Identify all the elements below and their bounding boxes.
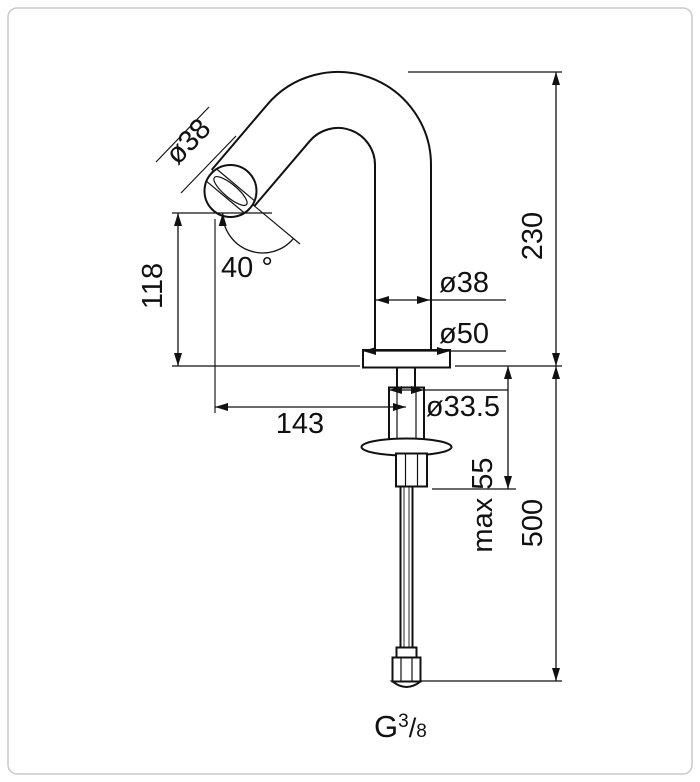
thread-numerator: 3 bbox=[398, 711, 409, 732]
threaded-shank bbox=[388, 386, 425, 447]
dim-outlet-height-label: 118 bbox=[137, 263, 169, 309]
thread-g: G bbox=[374, 709, 398, 744]
dim-max-deck-label: max 55 bbox=[467, 457, 499, 552]
aerator-face bbox=[203, 164, 258, 218]
base-flange bbox=[362, 349, 451, 369]
dim-spout-reach-label: 143 bbox=[276, 408, 324, 440]
dim-spout-diameter-label: ø38 bbox=[160, 113, 218, 171]
dim-base-diameter-label: ø50 bbox=[439, 318, 489, 350]
thread-slash: / bbox=[409, 713, 417, 743]
drawing-frame-border bbox=[7, 7, 693, 775]
dim-spout-height-label: 230 bbox=[517, 212, 549, 260]
fitting-end-cap bbox=[389, 680, 424, 688]
mounting-nut bbox=[395, 452, 428, 488]
aerator-slot-line bbox=[216, 169, 255, 201]
flexible-hose bbox=[399, 485, 414, 649]
dim-body-diameter-label: ø38 bbox=[439, 267, 489, 299]
dim-ext-spout-diameter bbox=[155, 106, 210, 163]
aerator-slot-line bbox=[206, 181, 245, 213]
spout-face-extension-line bbox=[253, 204, 301, 245]
thread-denominator: 8 bbox=[416, 721, 427, 742]
spout-tube-fill bbox=[212, 73, 430, 354]
dimension-annotations: 230 500 max 55 118 143 ø38 ø50 ø33.5 ø38… bbox=[137, 71, 562, 744]
dim-shank-diameter-label: ø33.5 bbox=[426, 391, 500, 423]
hose-fitting-nut bbox=[391, 656, 422, 683]
aerator-inner-ring bbox=[213, 176, 248, 206]
thread-size-label: G3/8 bbox=[374, 709, 427, 744]
hose-fitting-collar bbox=[395, 646, 418, 659]
dim-spout-angle-label: 40 ° bbox=[221, 252, 273, 284]
faucet-body bbox=[203, 71, 453, 688]
under-deck-neck bbox=[396, 366, 416, 389]
dim-hose-length-label: 500 bbox=[517, 499, 549, 547]
dim-arc-spout-angle bbox=[218, 212, 294, 254]
dim-ext-spout-diameter bbox=[180, 135, 237, 194]
